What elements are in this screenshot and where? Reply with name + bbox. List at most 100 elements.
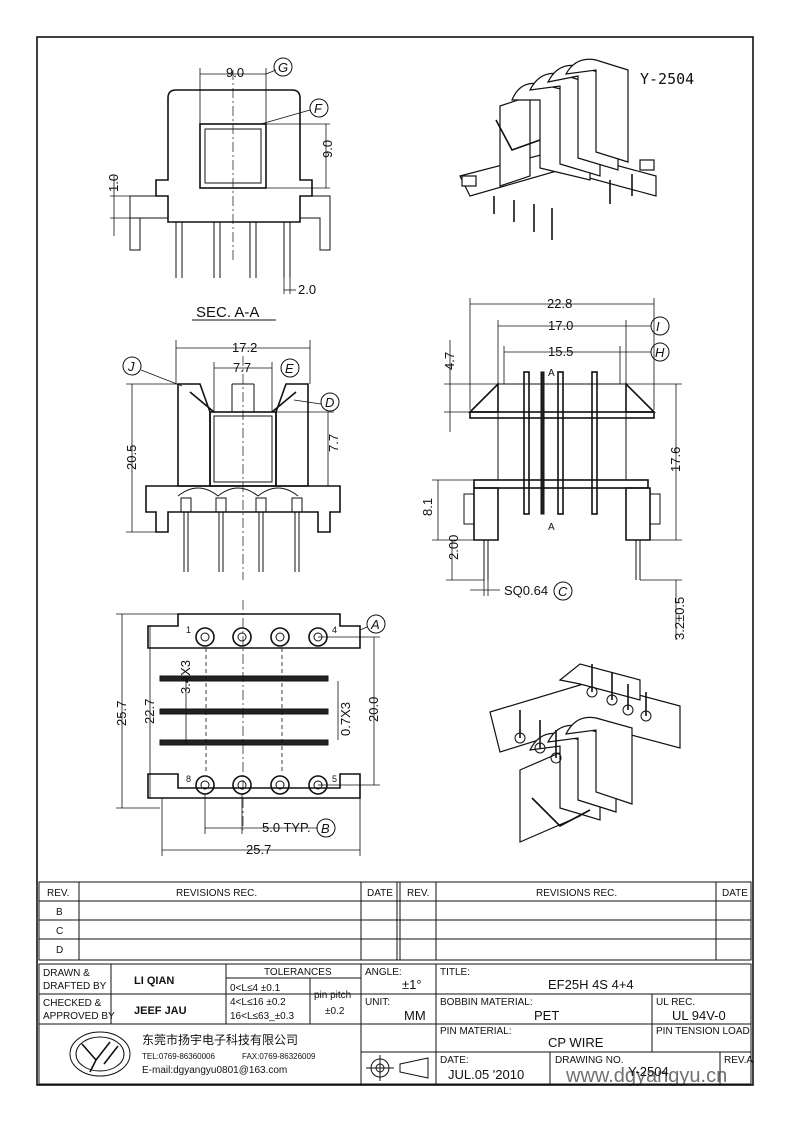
tolerances-label: TOLERANCES: [264, 967, 332, 978]
balloon-d: D: [325, 395, 334, 410]
ul-value: UL 94V-0: [672, 1008, 726, 1023]
checked-by: JEEF JAU: [134, 1005, 187, 1017]
unit-label: UNIT:: [365, 997, 390, 1008]
pin-material-label: PIN MATERIAL:: [440, 1026, 512, 1037]
bottom-width-dim: 25.7: [246, 842, 271, 857]
bottom-span-dim: 20.0: [366, 697, 381, 722]
rev-row-d: D: [56, 945, 63, 956]
drawn-label-1: DRAWN &: [43, 968, 90, 979]
company-name: 东莞市扬宇电子科技有限公司: [142, 1032, 298, 1047]
company-logo: [69, 1031, 131, 1077]
drawing-no-value: Y-2504: [628, 1064, 669, 1079]
rev-label: REV.A: [724, 1055, 753, 1066]
date-col-right: DATE: [722, 888, 748, 899]
balloon-e: E: [285, 361, 294, 376]
bobbin-label: BOBBIN MATERIAL:: [440, 997, 533, 1008]
side-overall-dim: 22.8: [547, 296, 572, 311]
sec-width-dim: 9.0: [226, 65, 244, 80]
checked-label-1: CHECKED &: [43, 998, 102, 1009]
side-pin-tail-dim: 3.2±0.5: [672, 597, 687, 640]
pin-material-value: CP WIRE: [548, 1035, 604, 1050]
front-inner-dim: 7.7: [233, 360, 251, 375]
revision-table: REV. REVISIONS REC. DATE REV. REVISIONS …: [38, 881, 752, 961]
title-label: TITLE:: [440, 967, 470, 978]
tolerance-1: 0<L≤4 ±0.1: [230, 983, 281, 994]
side-top-dim: 4.7: [442, 352, 457, 370]
iso-view-top: [459, 58, 657, 240]
pin-1-label: 1: [186, 625, 191, 635]
iso-view-bottom: [489, 663, 681, 843]
pin-8-label: 8: [186, 774, 191, 784]
drawing-no-label: DRAWING NO.: [555, 1055, 624, 1066]
balloon-j: J: [127, 359, 135, 374]
side-base-dim: 8.1: [420, 498, 435, 516]
company-fax: FAX:0769-86326009: [242, 1052, 316, 1061]
pin-pitch-label: pin pitch: [314, 990, 351, 1001]
balloon-a: A: [370, 617, 380, 632]
rec-col-right: REVISIONS REC.: [536, 888, 617, 899]
watermark: www.dgyangyu.cn: [565, 1065, 727, 1087]
balloon-f: F: [314, 101, 323, 116]
sec-flange-dim: 1.0: [106, 174, 121, 192]
angle-label: ANGLE:: [365, 967, 402, 978]
tolerance-3: 16<L≤63_±0.3: [230, 1011, 295, 1022]
bottom-inner-dim: 22.7: [142, 699, 157, 724]
bottom-gap-dim: 0.7X3: [338, 702, 353, 736]
side-view: A A 22.8 17.0 15.5 4.7 17.6 8.1 2.00 SQ0…: [420, 296, 687, 640]
tolerance-2: 4<L≤16 ±0.2: [230, 997, 286, 1008]
section-view: 9.0 9.0 1.0 2.0 SEC. A-A G F: [106, 57, 335, 321]
drawn-label-2: DRAFTED BY: [43, 981, 107, 992]
sec-pin-dim: 2.0: [298, 282, 316, 297]
front-view: 17.2 7.7 20.5 7.7 J E D: [122, 340, 341, 580]
pin-tension-label: PIN TENSION LOAD:: [656, 1026, 753, 1037]
bottom-view: 1 4 8 5 25.7 22.7 3.4X3 0.7X3 20.0 5.0 T…: [114, 600, 386, 857]
section-label: SEC. A-A: [196, 304, 259, 321]
side-mid-dim: 17.0: [548, 318, 573, 333]
rec-col-left: REVISIONS REC.: [176, 888, 257, 899]
drawn-by: LI QIAN: [134, 975, 174, 987]
unit-value: MM: [404, 1008, 426, 1023]
side-pin-sq-dim: SQ0.64: [504, 583, 548, 598]
ul-label: UL REC.: [656, 997, 695, 1008]
pin-pitch-value: ±0.2: [325, 1006, 345, 1017]
section-mark-bottom: A: [548, 522, 555, 533]
part-code: Y-2504: [640, 70, 694, 88]
pitch-dim: 5.0 TYP.: [262, 820, 311, 835]
date-col-left: DATE: [367, 888, 393, 899]
company-email: E-mail:dgyangyu0801@163.com: [142, 1065, 287, 1076]
date-value: JUL.05 '2010: [448, 1067, 524, 1082]
rev-row-b: B: [56, 907, 63, 918]
rev-col-left: REV.: [47, 888, 69, 899]
angle-value: ±1°: [402, 977, 422, 992]
bobbin-value: PET: [534, 1008, 559, 1023]
front-core-dim: 7.7: [326, 434, 341, 452]
side-pin-len-dim: 2.00: [446, 535, 461, 560]
pin-row-bottom: [195, 775, 328, 795]
balloon-g: G: [278, 60, 288, 75]
projection-symbol: [366, 1055, 429, 1081]
pin-5-label: 5: [332, 774, 337, 784]
pin-4-label: 4: [332, 625, 337, 635]
checked-label-2: APPROVED BY: [43, 1011, 115, 1022]
balloon-h: H: [655, 345, 665, 360]
rev-col-right: REV.: [407, 888, 429, 899]
title-value: EF25H 4S 4+4: [548, 977, 634, 992]
side-inner-dim: 15.5: [548, 344, 573, 359]
info-block: DRAWN & DRAFTED BY LI QIAN CHECKED & APP…: [38, 963, 753, 1087]
date-label: DATE:: [440, 1055, 469, 1066]
bottom-slots-dim: 3.4X3: [178, 660, 193, 694]
sheet-border: [36, 36, 754, 1086]
front-height-dim: 20.5: [124, 445, 139, 470]
bottom-height-dim: 25.7: [114, 701, 129, 726]
company-tel: TEL:0769-86360006: [142, 1052, 216, 1061]
balloon-c: C: [558, 584, 568, 599]
balloon-b: B: [321, 821, 330, 836]
pin-row-top: [195, 627, 328, 647]
rev-row-c: C: [56, 926, 63, 937]
balloon-i: I: [656, 319, 660, 334]
front-width-dim: 17.2: [232, 340, 257, 355]
sec-height-dim: 9.0: [320, 140, 335, 158]
section-mark-top: A: [548, 368, 555, 379]
side-height-dim: 17.6: [668, 447, 683, 472]
